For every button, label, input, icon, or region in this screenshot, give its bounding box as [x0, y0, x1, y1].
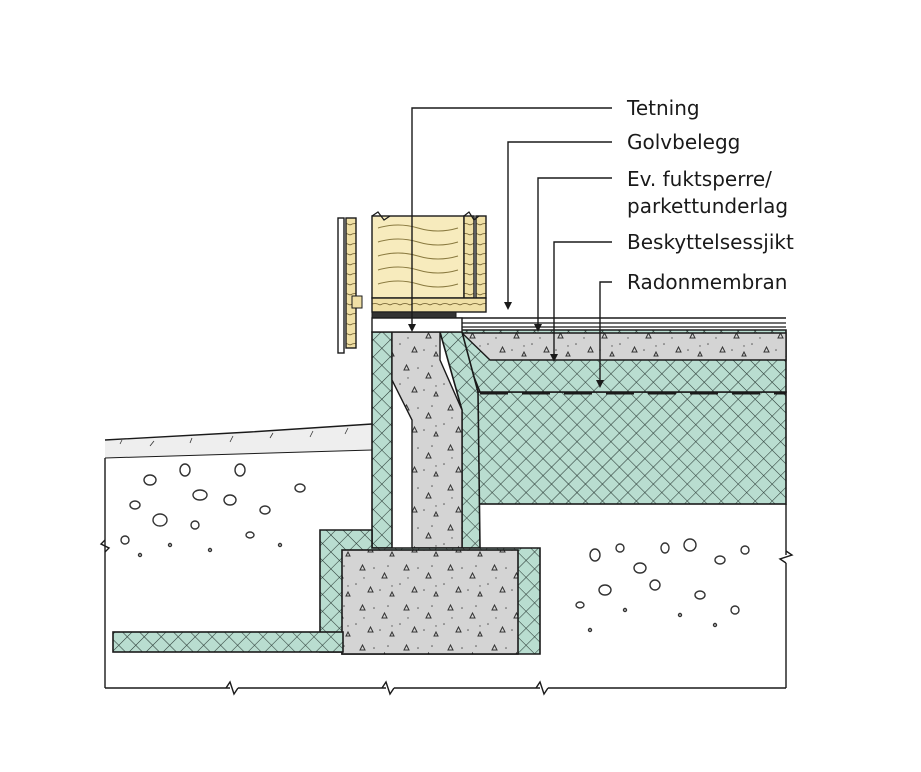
label-fuktsperre-line1: Ev. fuktsperre/ [627, 167, 772, 191]
label-beskyttelsessjikt: Beskyttelsessjikt [627, 230, 794, 254]
label-radonmembran: Radonmembran [627, 270, 787, 294]
leader-arrowheads [408, 302, 604, 388]
gravel-fill-left [120, 463, 306, 558]
leader-lines [411, 107, 612, 386]
break-line-icons [99, 539, 794, 696]
ground-insulation-slab [475, 391, 787, 505]
label-fuktsperre-line2: parkettunderlag [627, 194, 788, 218]
floor-covering [455, 317, 786, 328]
gravel-fill-right [575, 538, 750, 633]
wall-frame [337, 211, 487, 354]
ground-surface [104, 423, 373, 459]
frost-insulation-wing [112, 631, 344, 653]
footing-concrete [341, 549, 519, 655]
label-golvbelegg: Golvbelegg [627, 130, 740, 154]
concrete-slab [460, 332, 787, 361]
wall-insulation-left [371, 331, 393, 549]
label-tetning: Tetning [626, 96, 700, 120]
excavation-outline [104, 458, 787, 689]
